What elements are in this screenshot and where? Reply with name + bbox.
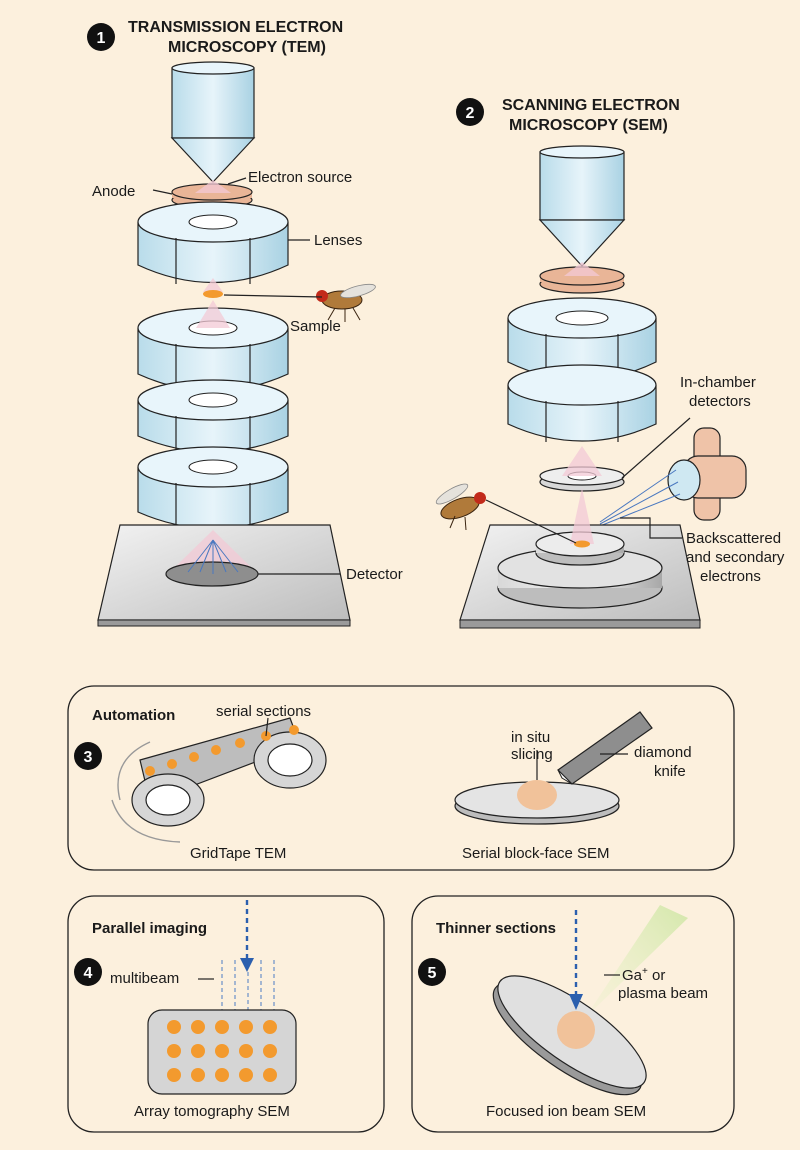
parallel-panel: Parallel imaging 4 multibeam Array tomog…: [67, 895, 385, 1133]
fly-icon: [435, 483, 486, 531]
block-face-stage: [454, 711, 653, 825]
automation-header: Automation: [92, 707, 175, 724]
thinner-header: Thinner sections: [436, 920, 556, 937]
label-array-tomography: Array tomography SEM: [134, 1103, 290, 1120]
label-focused-ion-beam: Focused ion beam SEM: [486, 1103, 646, 1120]
tem-electron-gun: [170, 61, 256, 183]
label-in-chamber: In-chamber: [680, 374, 756, 391]
label-gridtape-tem: GridTape TEM: [190, 845, 286, 862]
parallel-header: Parallel imaging: [92, 920, 207, 937]
ion-beam: [585, 905, 688, 1018]
fly-icon: [316, 283, 376, 322]
sem-panel: 2 SCANNING ELECTRON MICROSCOPY (SEM): [435, 97, 785, 629]
badge-5-number: 5: [428, 965, 437, 982]
label-slicing: slicing: [511, 746, 553, 763]
label-serial-sections: serial sections: [216, 703, 311, 720]
label-electrons: electrons: [700, 568, 761, 585]
badge-1-number: 1: [97, 30, 106, 47]
tem-title-line2: MICROSCOPY (TEM): [168, 39, 326, 56]
badge-3-number: 3: [84, 749, 93, 766]
sem-lens-2: [507, 364, 657, 442]
badge-5: 5: [418, 958, 446, 986]
label-knife: knife: [654, 763, 686, 780]
tem-lens-3: [137, 379, 289, 455]
badge-2: 2: [456, 98, 484, 126]
badge-2-number: 2: [466, 105, 475, 122]
tem-lens-1: [137, 201, 289, 284]
badge-1: 1: [87, 23, 115, 51]
badge-4: 4: [74, 958, 102, 986]
sem-title-line2: MICROSCOPY (SEM): [509, 117, 668, 134]
sem-anode: [539, 262, 625, 294]
fib-sample: [557, 1011, 595, 1049]
label-detectors: detectors: [689, 393, 751, 410]
label-and-secondary: and secondary: [686, 549, 785, 566]
label-detector: Detector: [346, 566, 403, 583]
badge-4-number: 4: [84, 965, 93, 982]
label-in-situ: in situ: [511, 729, 550, 746]
sem-in-chamber-detector: [539, 446, 625, 492]
sem-lens-1: [507, 297, 657, 381]
tem-lens-4: [137, 446, 289, 530]
label-electron-source: Electron source: [248, 169, 352, 186]
label-lenses: Lenses: [314, 232, 362, 249]
automation-panel: Automation 3 serial sections GridTape TE…: [67, 685, 735, 871]
label-sample: Sample: [290, 318, 341, 335]
tem-lens-2: [137, 300, 289, 393]
label-backscattered: Backscattered: [686, 530, 781, 547]
tem-detector: [165, 561, 259, 587]
label-ga: Ga+ or: [622, 966, 665, 984]
sem-side-detector: [599, 427, 747, 527]
badge-3: 3: [74, 742, 102, 770]
sem-title-line1: SCANNING ELECTRON: [502, 97, 680, 114]
tem-sample: [203, 278, 223, 298]
sem-electron-gun: [538, 145, 626, 267]
label-diamond: diamond: [634, 744, 692, 761]
sem-base-plate: [459, 488, 701, 629]
label-serial-block-face: Serial block-face SEM: [462, 845, 610, 862]
thinner-panel: Thinner sections 5 Ga+ or plasma beam Fo…: [411, 895, 735, 1133]
tem-base-plate: [97, 524, 351, 627]
label-plasma-beam: plasma beam: [618, 985, 708, 1002]
array-sections: [167, 1020, 277, 1082]
tem-title-line1: TRANSMISSION ELECTRON: [128, 19, 343, 36]
label-multibeam: multibeam: [110, 970, 179, 987]
label-anode: Anode: [92, 183, 135, 200]
tem-panel: 1 TRANSMISSION ELECTRON MICROSCOPY (TEM): [87, 19, 403, 627]
